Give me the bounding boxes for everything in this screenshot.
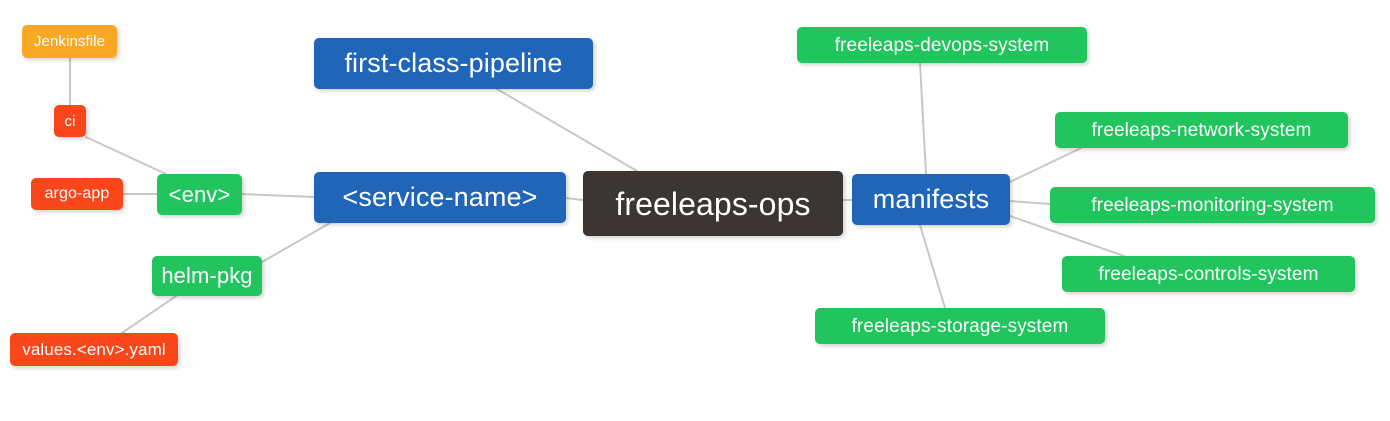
node-service-name[interactable]: <service-name> — [314, 172, 566, 223]
edge-env-servicename — [241, 193, 315, 198]
node-freeleaps-monitoring-system[interactable]: freeleaps-monitoring-system — [1050, 187, 1375, 223]
edge-manifests-storage — [919, 224, 946, 309]
node-label-env: <env> — [168, 181, 231, 207]
edge-manifests-network — [1009, 147, 1082, 183]
node-helm-pkg[interactable]: helm-pkg — [152, 256, 262, 296]
node-label-freeleaps-network-system: freeleaps-network-system — [1091, 119, 1312, 141]
node-label-service-name: <service-name> — [342, 182, 538, 212]
edge-manifests-monitoring — [1009, 200, 1051, 205]
edge-pipeline-ops — [496, 88, 638, 172]
edge-servicename-ops — [565, 197, 584, 201]
edge-manifests-controls — [1009, 215, 1125, 257]
node-label-freeleaps-devops-system: freeleaps-devops-system — [834, 34, 1050, 56]
node-label-argo-app: argo-app — [44, 185, 110, 202]
node-label-freeleaps-monitoring-system: freeleaps-monitoring-system — [1091, 194, 1334, 216]
edge-ci-env — [85, 136, 167, 175]
node-label-freeleaps-storage-system: freeleaps-storage-system — [851, 315, 1069, 337]
node-label-first-class-pipeline: first-class-pipeline — [344, 48, 563, 78]
node-label-helm-pkg: helm-pkg — [161, 263, 253, 288]
node-values-yaml[interactable]: values.<env>.yaml — [10, 333, 178, 366]
node-first-class-pipeline[interactable]: first-class-pipeline — [314, 38, 593, 89]
node-label-values-yaml: values.<env>.yaml — [22, 340, 166, 359]
node-freeleaps-controls-system[interactable]: freeleaps-controls-system — [1062, 256, 1355, 292]
node-ci[interactable]: ci — [54, 105, 86, 137]
node-label-jenkinsfile: Jenkinsfile — [33, 33, 106, 50]
node-label-ci: ci — [64, 112, 76, 130]
node-manifests[interactable]: manifests — [852, 174, 1010, 225]
node-freeleaps-ops[interactable]: freeleaps-ops — [583, 171, 843, 236]
node-freeleaps-devops-system[interactable]: freeleaps-devops-system — [797, 27, 1087, 63]
node-env[interactable]: <env> — [157, 174, 242, 215]
node-jenkinsfile[interactable]: Jenkinsfile — [22, 25, 117, 58]
node-freeleaps-network-system[interactable]: freeleaps-network-system — [1055, 112, 1348, 148]
edge-manifests-devops — [919, 62, 927, 175]
edge-servicename-helmpkg — [261, 222, 331, 263]
edge-helmpkg-valuesyaml — [121, 295, 177, 334]
node-label-manifests: manifests — [872, 184, 990, 214]
node-freeleaps-storage-system[interactable]: freeleaps-storage-system — [815, 308, 1105, 344]
node-argo-app[interactable]: argo-app — [31, 178, 123, 210]
node-label-freeleaps-ops: freeleaps-ops — [615, 185, 811, 222]
node-label-freeleaps-controls-system: freeleaps-controls-system — [1098, 263, 1319, 285]
